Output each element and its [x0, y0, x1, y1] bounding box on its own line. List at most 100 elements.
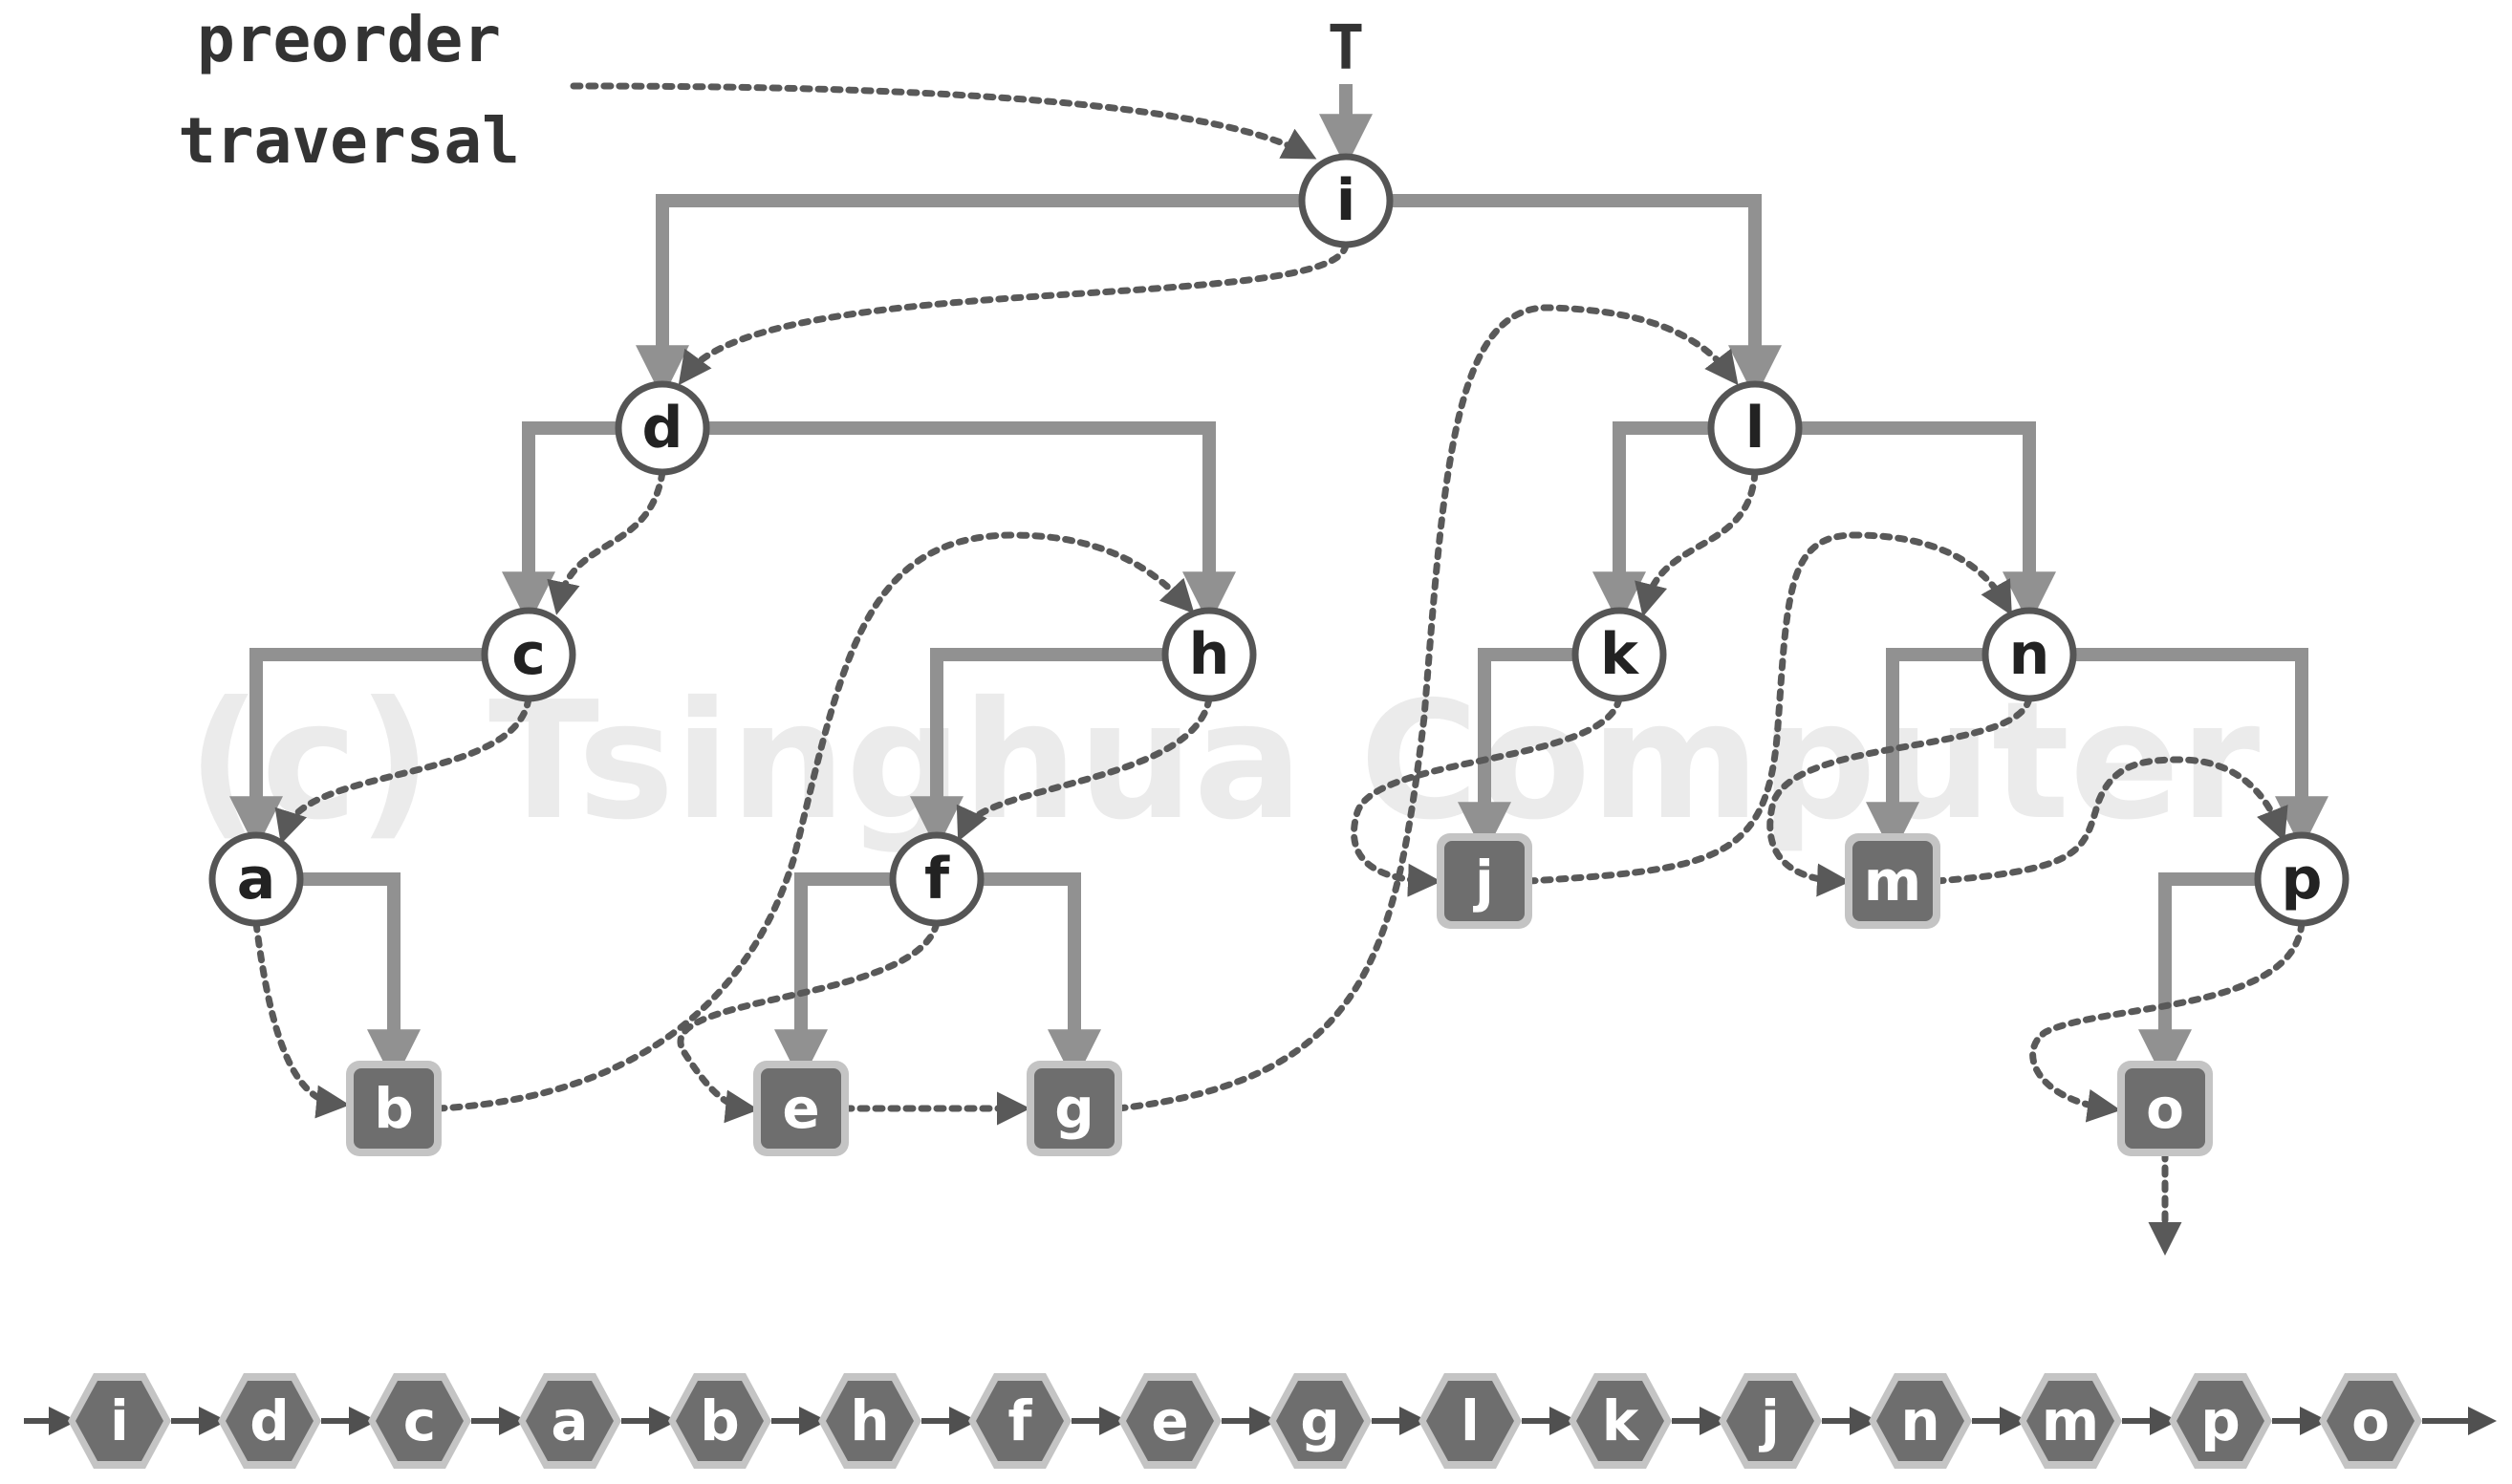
hex-shape [2176, 1381, 2264, 1461]
traversal-c-to-a [274, 695, 532, 845]
sequence-item-j: j [1719, 1373, 1878, 1469]
hex-shape [2026, 1381, 2114, 1461]
sequence-item-c: c [368, 1373, 528, 1469]
sequence-item-d: d [218, 1373, 378, 1469]
hex-shape [2327, 1381, 2415, 1461]
sequence-item-m: m [2019, 1373, 2178, 1469]
leaf-label: j [1473, 849, 1494, 914]
node-b: b [346, 1061, 442, 1156]
hex-shape [1726, 1381, 1814, 1461]
caption-line-2: traversal [178, 104, 520, 178]
node-circle [1571, 607, 1667, 702]
leaf-box [1034, 1068, 1115, 1149]
sequence-label: k [1602, 1388, 1640, 1453]
tree-edges [229, 84, 2328, 1084]
leaf-box [761, 1068, 841, 1149]
sequence-label: m [2042, 1388, 2099, 1453]
sequence-item-h: h [818, 1373, 978, 1469]
hex-shape [676, 1381, 764, 1461]
sequence-item-l: l [1418, 1373, 1578, 1469]
hex-shape [1576, 1381, 1664, 1461]
sequence-label: n [1900, 1388, 1939, 1453]
node-circle [615, 380, 710, 476]
hex-shape [526, 1381, 614, 1461]
node-h: h [1161, 607, 1257, 702]
sequence-label: o [2351, 1388, 2390, 1453]
sequence-item-b: b [668, 1373, 828, 1469]
sequence-item-p: p [2169, 1373, 2328, 1469]
node-d: d [615, 380, 710, 476]
traversal-g-to-l [1115, 304, 1739, 1112]
leaf-label: e [782, 1076, 819, 1141]
sequence-item-k: k [1569, 1373, 1728, 1469]
node-label: h [1189, 621, 1230, 688]
traversal-d-to-c [547, 468, 666, 615]
node-label: n [2009, 621, 2050, 688]
caption-line-1: preorder [197, 3, 501, 76]
traversal-caption-to-i [570, 82, 1317, 160]
sequence-label: j [1759, 1388, 1780, 1453]
traversal-f-to-e [677, 919, 941, 1124]
traversal-j-to-n [1525, 531, 2012, 885]
edge-h-f [910, 648, 1209, 850]
traversal-k-to-j [1351, 695, 1623, 897]
sequence-item-e: e [1118, 1373, 1278, 1469]
node-label: i [1336, 167, 1356, 234]
leaf-label: o [2146, 1076, 2184, 1141]
root-pointer-label: T [1328, 13, 1365, 84]
node-label: f [924, 846, 950, 913]
sequence-label: g [1300, 1388, 1340, 1453]
edge-n-p [2029, 648, 2328, 850]
sequence-label: d [249, 1388, 290, 1453]
node-f: f [889, 831, 985, 927]
node-label: a [237, 846, 276, 913]
node-label: d [642, 395, 683, 462]
node-l: l [1707, 380, 1803, 476]
hex-shape [1276, 1381, 1364, 1461]
traversal-h-to-f [956, 695, 1213, 842]
hex-shape [76, 1381, 163, 1461]
edge-d-h [662, 421, 1236, 626]
sequence-item-o: o [2319, 1373, 2497, 1469]
node-a: a [208, 831, 304, 927]
sequence-item-i: i [68, 1373, 227, 1469]
node-circle [1298, 153, 1394, 248]
hex-shape [376, 1381, 464, 1461]
sequence-label: a [551, 1388, 588, 1453]
node-circle [889, 831, 985, 927]
node-g: g [1027, 1061, 1122, 1156]
sequence-label: c [403, 1388, 436, 1453]
traversal-n-to-m [1766, 695, 2033, 897]
node-circle [208, 831, 304, 927]
leaf-label: g [1054, 1076, 1094, 1141]
sequence-item-a: a [518, 1373, 678, 1469]
traversal-m-to-p [1933, 756, 2288, 885]
sequence-label: h [850, 1388, 889, 1453]
leaf-label: m [1864, 849, 1921, 914]
leaf-box [2125, 1068, 2205, 1149]
hex-shape [1126, 1381, 1214, 1461]
traversal-l-to-k [1635, 468, 1759, 617]
node-i: i [1298, 153, 1394, 248]
traversal-path [252, 82, 2306, 1256]
sequence-label: b [700, 1388, 740, 1453]
node-e: e [753, 1061, 849, 1156]
node-label: l [1745, 395, 1765, 462]
traversal-a-to-b [252, 919, 350, 1119]
leaf-label: b [374, 1076, 414, 1141]
sequence-item-f: f [968, 1373, 1128, 1469]
hex-shape [826, 1381, 914, 1461]
sequence-label: e [1151, 1388, 1188, 1453]
node-label: p [2282, 846, 2323, 913]
node-m: m [1845, 833, 1940, 929]
node-n: n [1981, 607, 2077, 702]
sequence-label: i [110, 1388, 129, 1453]
sequence-label: f [1007, 1388, 1032, 1453]
hex-shape [1876, 1381, 1964, 1461]
sequence-item-n: n [1869, 1373, 2028, 1469]
edge-l-n [1755, 421, 2056, 626]
